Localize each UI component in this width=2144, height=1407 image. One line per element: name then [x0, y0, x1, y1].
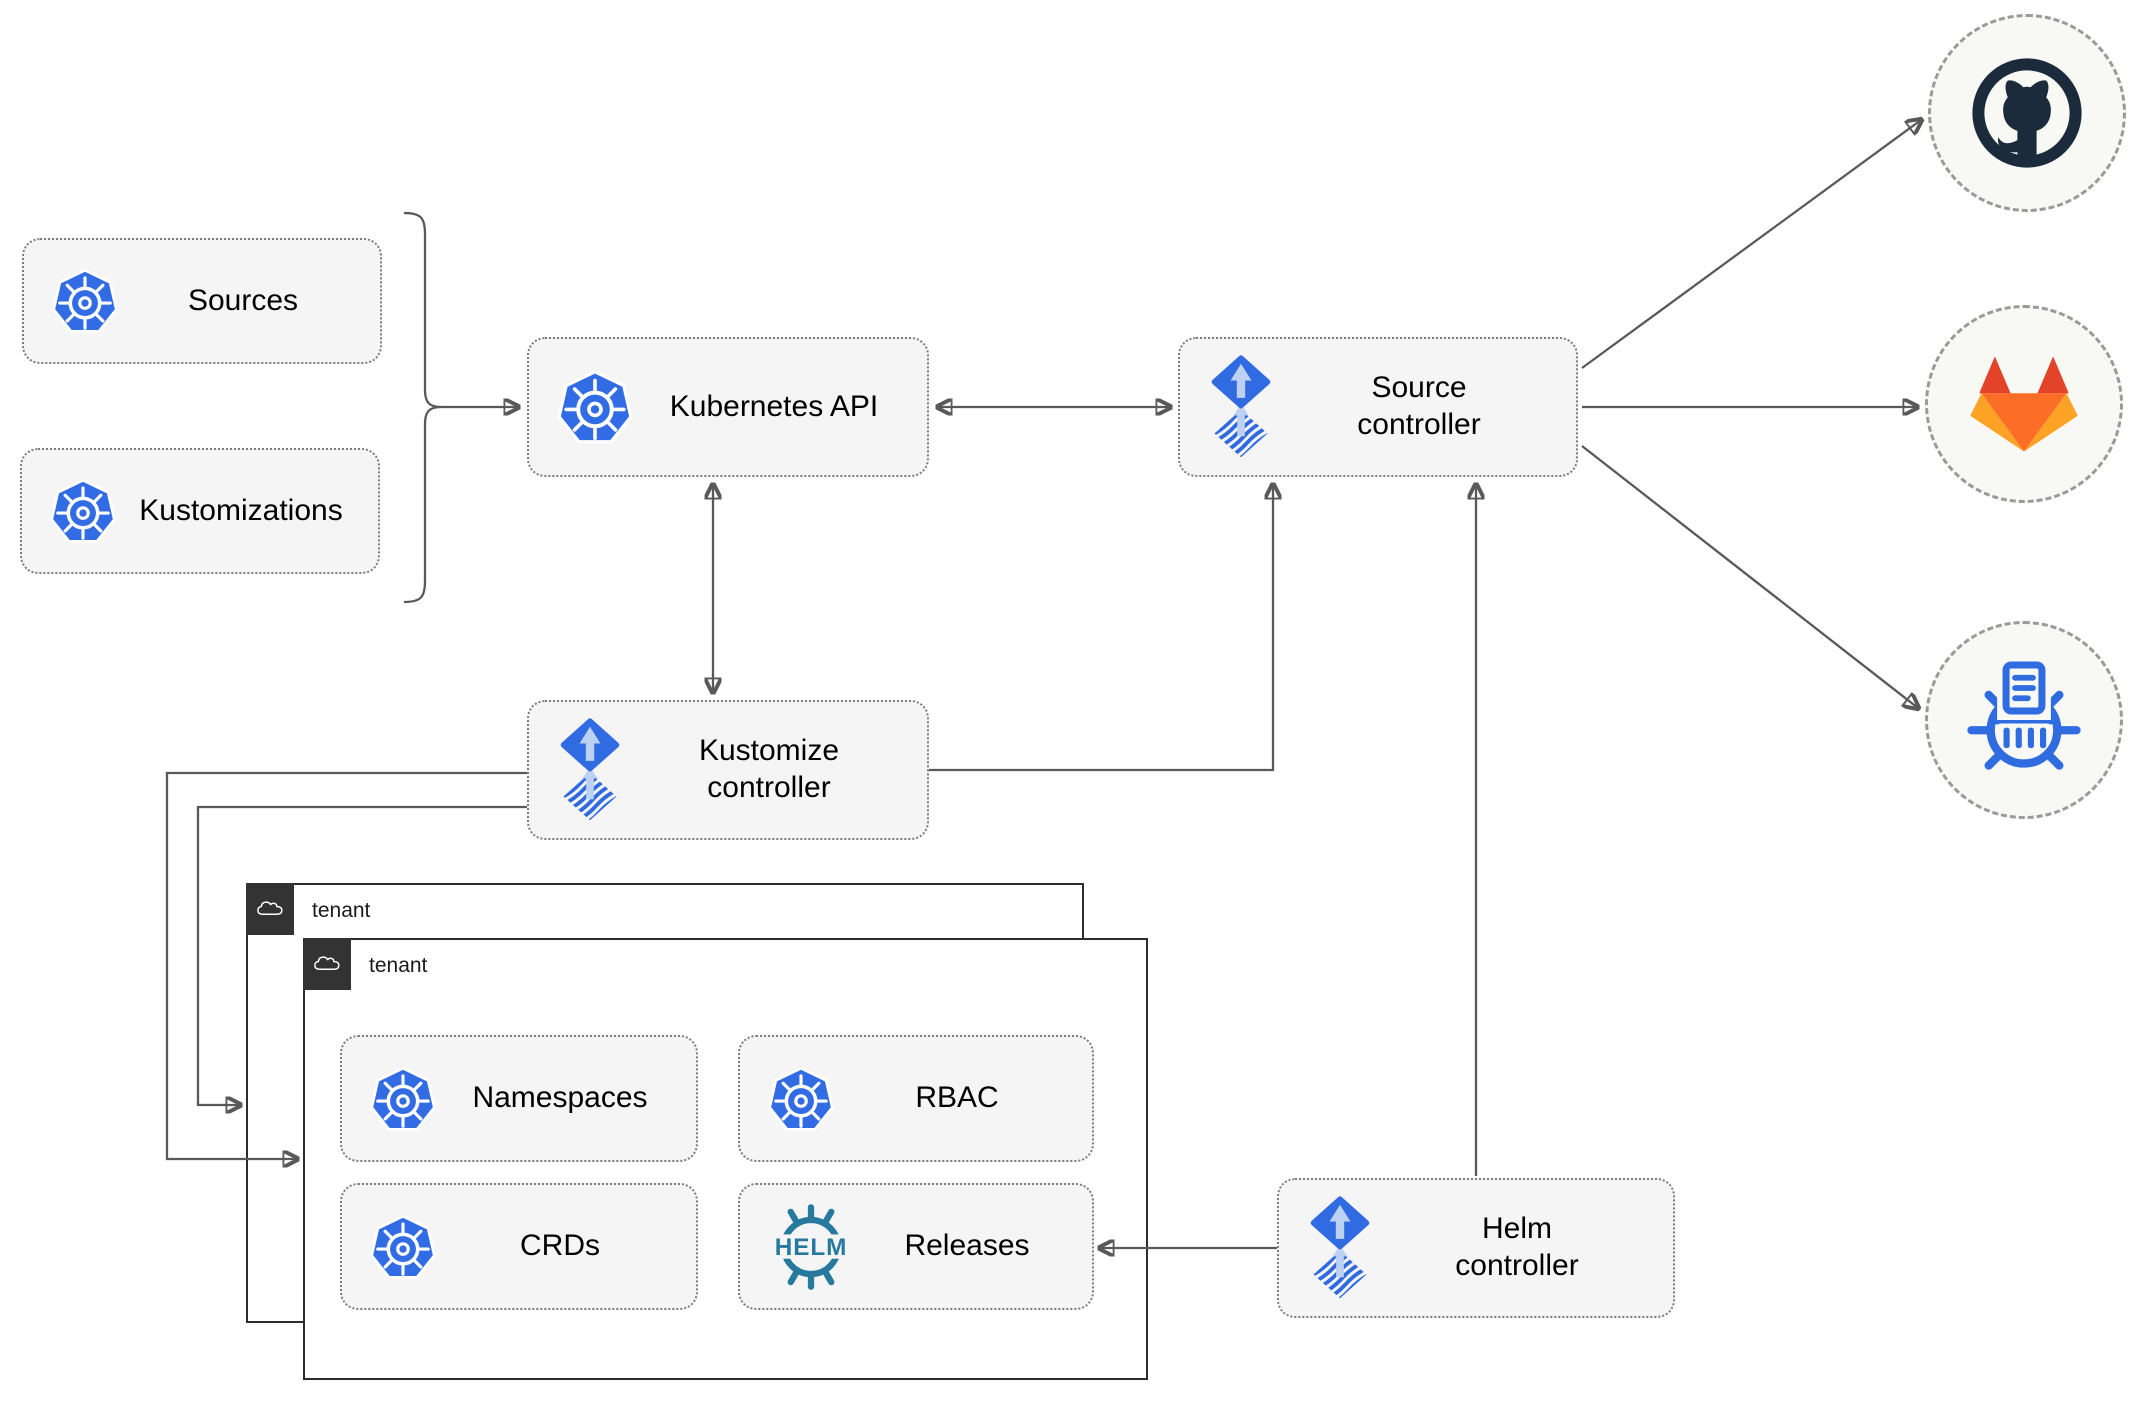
- node-label: Kubernetes API: [669, 389, 879, 423]
- node-kustomizations: Kustomizations: [20, 448, 380, 574]
- chartmuseum-icon: [1960, 656, 2088, 784]
- flux-icon: [1305, 1195, 1375, 1301]
- node-crds: CRDs: [340, 1183, 698, 1310]
- node-label: CRDs: [520, 1229, 600, 1263]
- node-source-controller: Source controller: [1178, 337, 1578, 477]
- endpoint-gitlab: [1925, 305, 2123, 503]
- node-label: RBAC: [915, 1081, 999, 1115]
- node-releases: Releases: [738, 1183, 1094, 1310]
- kubernetes-icon: [50, 266, 120, 336]
- node-label: Releases: [904, 1229, 1030, 1263]
- node-label: Sources: [187, 283, 299, 317]
- node-label: Kustomizations: [139, 493, 343, 527]
- tenant-label: tenant: [312, 899, 371, 922]
- helm-icon: [766, 1202, 856, 1292]
- flux-icon: [1206, 354, 1276, 460]
- gitlab-icon: [1968, 353, 2080, 456]
- cloud-icon: [254, 897, 286, 920]
- node-kustomize-controller: Kustomize controller: [527, 700, 929, 840]
- edge-brace: [403, 211, 442, 604]
- node-label: Kustomize controller: [698, 734, 840, 804]
- flux-icon: [555, 717, 625, 823]
- cloud-icon: [311, 952, 343, 975]
- tenant-label: tenant: [369, 954, 428, 977]
- node-label: Namespaces: [472, 1081, 648, 1115]
- node-label: Source controller: [1357, 371, 1481, 441]
- endpoint-github: [1928, 14, 2126, 212]
- edge-kustomize-controller-source-controller: [929, 485, 1273, 772]
- node-namespaces: Namespaces: [340, 1035, 698, 1162]
- kubernetes-icon: [368, 1212, 438, 1282]
- node-label: Helm controller: [1455, 1212, 1579, 1282]
- tenant-tab: [302, 937, 351, 990]
- kubernetes-icon: [555, 367, 635, 447]
- edge-source-controller-helm-repository: [1581, 445, 1918, 708]
- node-kubernetes-api: Kubernetes API: [527, 337, 929, 477]
- endpoint-helm-repository: [1925, 621, 2123, 819]
- node-sources: Sources: [22, 238, 382, 364]
- edge-source-controller-github: [1581, 120, 1921, 369]
- kubernetes-icon: [368, 1064, 438, 1134]
- node-helm-controller: Helm controller: [1277, 1178, 1675, 1318]
- kubernetes-icon: [48, 476, 118, 546]
- github-icon: [1967, 53, 2087, 173]
- node-rbac: RBAC: [738, 1035, 1094, 1162]
- tenant-tab: [245, 882, 294, 935]
- kubernetes-icon: [766, 1064, 836, 1134]
